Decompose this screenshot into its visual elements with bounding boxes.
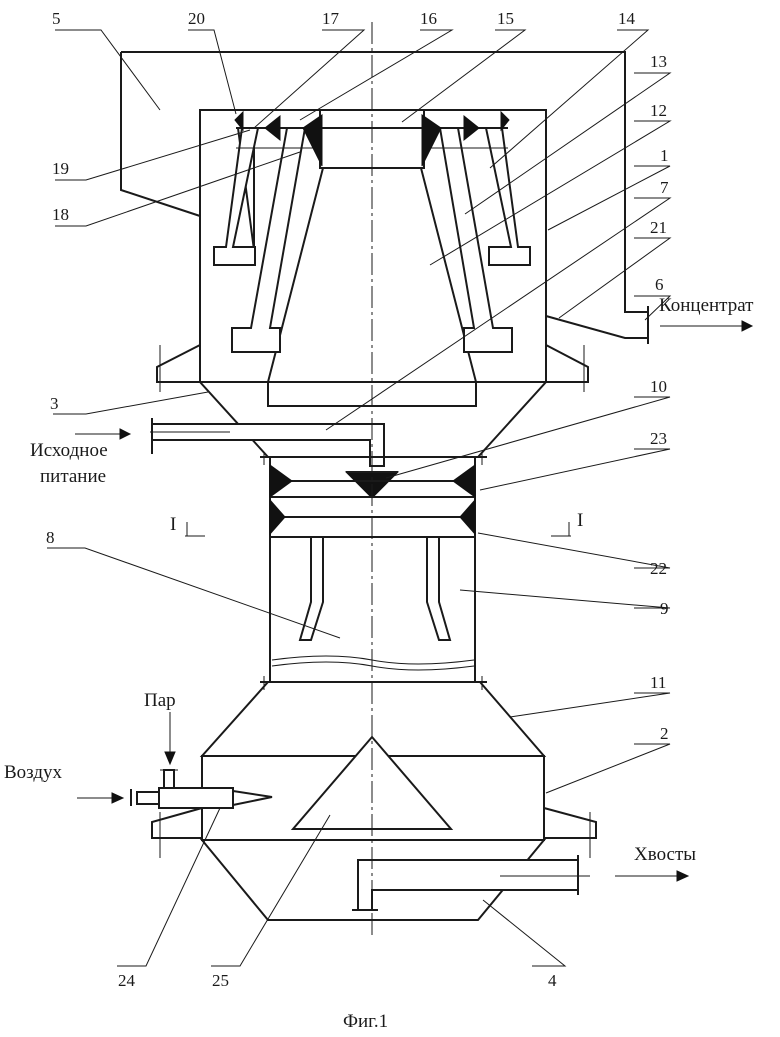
part-number-11: 11	[650, 673, 666, 692]
part-number-1: 1	[660, 146, 669, 165]
part-number-23: 23	[650, 429, 667, 448]
label-par: Пар	[144, 690, 176, 711]
part-number-2: 2	[660, 724, 669, 743]
part-number-16: 16	[420, 9, 437, 28]
part-number-12: 12	[650, 101, 667, 120]
part-number-21: 21	[650, 218, 667, 237]
part-number-13: 13	[650, 52, 667, 71]
part-number-14: 14	[618, 9, 636, 28]
label-iskhodnoe: Исходное	[30, 440, 108, 461]
figure-caption: Фиг.1	[343, 1011, 388, 1032]
label-khvosty: Хвосты	[634, 844, 696, 865]
part-number-17: 17	[322, 9, 340, 28]
part-number-8: 8	[46, 528, 55, 547]
part-number-10: 10	[650, 377, 667, 396]
part-number-18: 18	[52, 205, 69, 224]
part-number-19: 19	[52, 159, 69, 178]
section-marks: I I	[170, 510, 583, 536]
tailings-pipe	[352, 855, 590, 910]
label-pitanie: питание	[40, 466, 106, 487]
part-number-5: 5	[52, 9, 61, 28]
section-mark-left: I	[170, 514, 176, 535]
part-number-24: 24	[118, 971, 136, 990]
label-vozdukh: Воздух	[4, 762, 63, 783]
part-number-7: 7	[660, 178, 669, 197]
part-number-20: 20	[188, 9, 205, 28]
part-number-22: 22	[650, 559, 667, 578]
part-number-25: 25	[212, 971, 229, 990]
part-number-6: 6	[655, 275, 664, 294]
section-mark-right: I	[577, 510, 583, 531]
part-number-9: 9	[660, 599, 669, 618]
label-kontsentrat: Концентрат	[659, 295, 754, 316]
part-number-15: 15	[497, 9, 514, 28]
part-number-3: 3	[50, 394, 59, 413]
part-number-4: 4	[548, 971, 557, 990]
